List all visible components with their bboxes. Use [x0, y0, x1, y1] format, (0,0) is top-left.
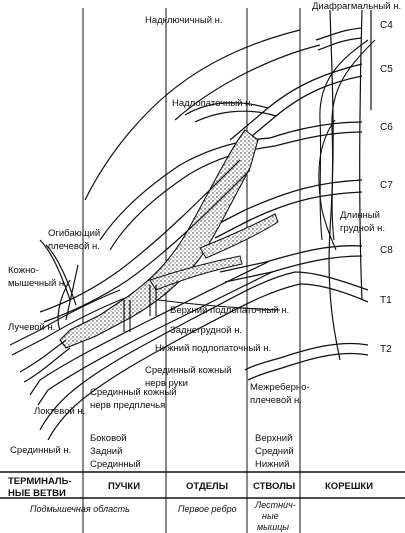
header-roots: КОРЕШКИ [325, 481, 373, 492]
spinal-column [328, 9, 372, 361]
label-thoracodorsal: Заднегрудной н. [170, 325, 242, 336]
region-scalene-3: мышцы [257, 522, 289, 532]
label-long-thoracic-2: грудной н. [340, 223, 385, 234]
cord-medial: Срединный [90, 459, 141, 470]
trunk-lower: Нижний [255, 459, 289, 470]
label-ulnar: Локтевой н. [34, 406, 85, 417]
label-long-thoracic-1: Длинный [340, 210, 380, 221]
trunks-list: Верхний Средний Нижний [255, 433, 294, 470]
label-medial-cut-forearm-2: нерв предплечья [90, 400, 165, 411]
header-cords: ПУЧКИ [108, 481, 140, 492]
label-axillary-1: Огибающий [48, 228, 100, 239]
cord-lateral: Боковой [90, 433, 127, 444]
posterior-cord [59, 129, 259, 349]
table-regions: Подмышечная область Первое ребро Лестнич… [30, 500, 296, 532]
label-suprascapular: Надлопаточный н. [172, 98, 253, 109]
region-first-rib: Первое ребро [178, 504, 237, 514]
header-terminal-1: ТЕРМИНАЛЬ- [8, 476, 72, 487]
root-T2: T2 [380, 344, 392, 355]
label-upper-subscapular: Верхний подлопаточный н. [170, 305, 289, 316]
label-axillary-2: плечевой н. [48, 241, 100, 252]
label-intercostobrachial-1: Межреберно- [250, 382, 310, 393]
header-terminal-2: НЫЕ ВЕТВИ [8, 488, 66, 499]
root-C8: C8 [380, 245, 393, 256]
header-divisions: ОТДЕЛЫ [186, 481, 228, 492]
lateral-cord [199, 213, 279, 259]
terminal-branches [9, 159, 301, 441]
label-intercostobrachial-2: плечевой н. [250, 395, 302, 406]
long-thoracic-nerve [318, 119, 337, 251]
nerve-labels: Диафрагмальный н. Надключичный н. Надлоп… [8, 1, 401, 456]
label-musculocutaneous-2: мышечный н. [8, 278, 67, 289]
region-axilla: Подмышечная область [30, 504, 130, 514]
trunk-middle: Средний [255, 446, 294, 457]
label-median: Срединный н. [10, 445, 71, 456]
roots [209, 27, 369, 381]
root-labels: C4 C5 C6 C7 C8 T1 T2 [380, 20, 393, 355]
label-medial-cut-arm-2: нерв руки [145, 378, 188, 389]
table-headers: ТЕРМИНАЛЬ- НЫЕ ВЕТВИ ПУЧКИ ОТДЕЛЫ СТВОЛЫ… [8, 476, 373, 499]
root-C5: C5 [380, 64, 393, 75]
label-medial-cut-forearm-1: Срединный кожный [90, 387, 177, 398]
label-musculocutaneous-1: Кожно- [8, 265, 39, 276]
cords-list: Боковой Задний Срединный [90, 433, 141, 470]
label-diaphragm: Диафрагмальный н. [312, 1, 401, 12]
root-C6: C6 [380, 122, 393, 133]
root-C4: C4 [380, 20, 393, 31]
cord-posterior: Задний [90, 446, 122, 457]
label-supraclavicular: Надключичный н. [145, 15, 223, 26]
bottom-table [0, 471, 405, 499]
phrenic-nerve [319, 39, 376, 241]
subscapular-branches [123, 285, 281, 332]
region-scalene-1: Лестнич- [254, 500, 296, 510]
root-T1: T1 [380, 295, 392, 306]
label-medial-cut-arm-1: Срединный кожный [145, 365, 232, 376]
label-lower-subscapular: Нижний подлопаточный н. [155, 343, 271, 354]
region-scalene-2: ные [262, 511, 279, 521]
label-radial: Лучевой н. [8, 322, 55, 333]
trunk-upper: Верхний [255, 433, 292, 444]
medial-cord [149, 255, 243, 291]
header-trunks: СТВОЛЫ [253, 481, 295, 492]
root-C7: C7 [380, 180, 393, 191]
